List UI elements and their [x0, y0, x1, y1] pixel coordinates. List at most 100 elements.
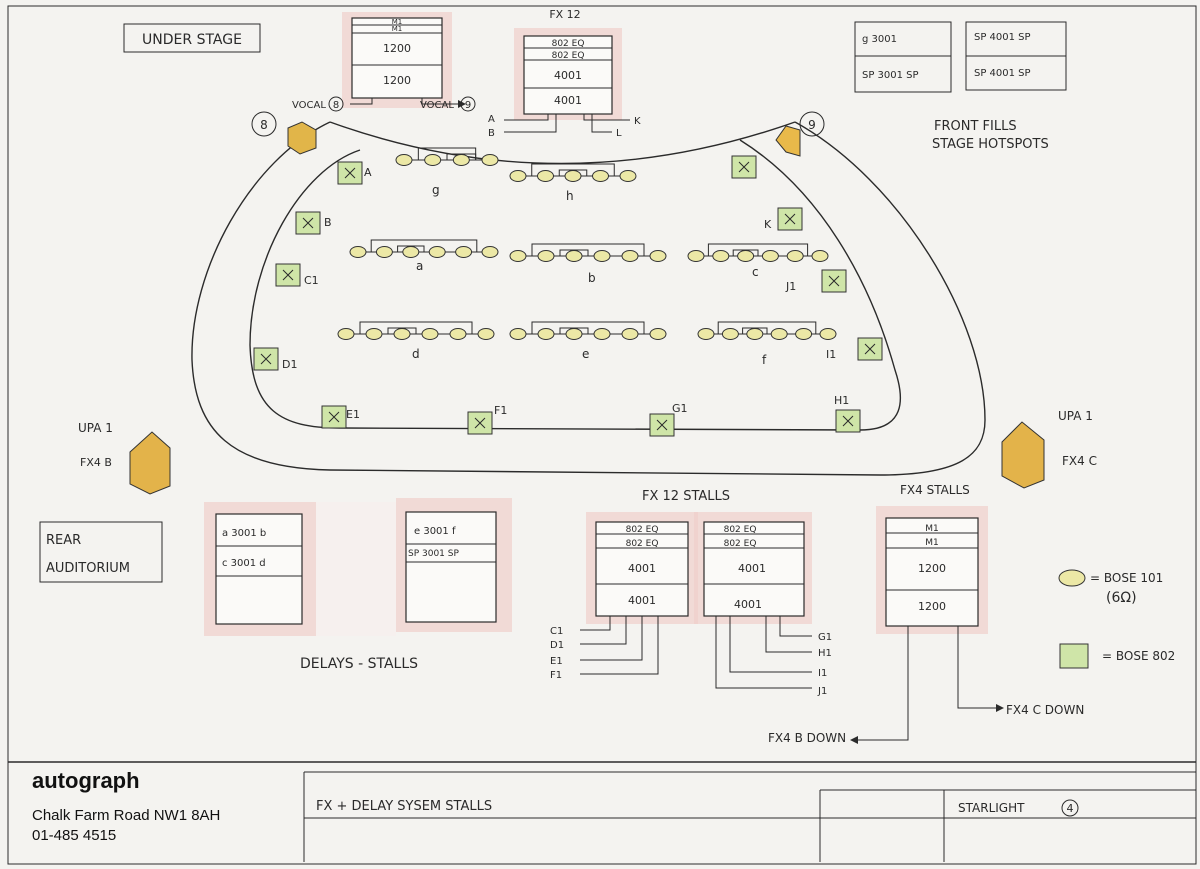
fx12-title: FX 12 — [549, 8, 580, 21]
bose-101-speaker — [509, 250, 527, 262]
under-stage-rack-fx12: FX 12 802 EQ 802 EQ 4001 4001 A B K L — [488, 8, 641, 139]
speaker-802-label: J1 — [785, 280, 796, 293]
bose-101-group: f — [697, 321, 837, 367]
bose-101-speaker — [481, 154, 499, 166]
fx12-outputs-right: G1 H1 I1 J1 — [715, 616, 832, 697]
svg-text:g 3001: g 3001 — [862, 34, 897, 45]
bose-101-speaker — [593, 328, 611, 340]
svg-text:802 EQ: 802 EQ — [552, 39, 585, 49]
bose-101-speaker — [365, 328, 383, 340]
company-phone: 01-485 4515 — [32, 827, 116, 844]
bose-802-speaker: I1 — [826, 337, 883, 361]
legend-101-sub: (6Ω) — [1106, 590, 1137, 606]
group-label: h — [566, 189, 574, 203]
bose-101-speaker — [375, 246, 393, 258]
bose-101-speaker — [770, 328, 788, 340]
bose-101-speaker — [455, 246, 473, 258]
svg-text:802 EQ: 802 EQ — [552, 51, 585, 61]
bose-101-speaker — [349, 246, 367, 258]
bose-101-speaker — [402, 246, 420, 258]
bose-802-legend-icon — [1059, 643, 1089, 669]
delays-gap — [316, 502, 396, 636]
bose-101-speaker — [393, 328, 411, 340]
bose-101-speaker — [819, 328, 837, 340]
bose-101-speaker — [649, 250, 667, 262]
svg-text:B: B — [488, 128, 495, 139]
svg-text:4001: 4001 — [738, 562, 766, 575]
svg-text:SP 3001 SP: SP 3001 SP — [408, 549, 459, 559]
group-label: d — [412, 347, 420, 361]
svg-text:802 EQ: 802 EQ — [626, 525, 659, 535]
svg-text:1200: 1200 — [918, 600, 946, 613]
front-fills-label: FRONT FILLS — [934, 119, 1017, 134]
bose-101-speaker — [712, 250, 730, 262]
bose-802-speaker: C1 — [275, 263, 319, 287]
bose-101-speaker — [449, 328, 467, 340]
group-label: g — [432, 183, 440, 197]
fx12-stalls-rack-a: 802 EQ 802 EQ 4001 4001 — [586, 512, 698, 624]
speaker-802-label: K — [764, 218, 772, 231]
bose-802-speaker: D1 — [253, 347, 297, 371]
fx4-stalls-label: FX4 STALLS — [900, 483, 970, 497]
fx12-outputs-left: C1 D1 E1 F1 — [550, 616, 659, 681]
svg-text:4001: 4001 — [554, 94, 582, 107]
group-label: b — [588, 271, 596, 285]
sheet-number: 4 — [1067, 802, 1074, 815]
bose-101-speaker — [721, 328, 739, 340]
legend: = BOSE 101 (6Ω) = BOSE 802 — [1058, 569, 1175, 669]
svg-text:e 3001 f: e 3001 f — [414, 526, 456, 537]
upa-right-speaker-icon: UPA 1 FX4 C — [1001, 409, 1097, 489]
stage-hotspots-label: STAGE HOTSPOTS — [932, 137, 1049, 152]
stage-edge-line — [329, 121, 796, 165]
bose-101-speaker — [795, 328, 813, 340]
delays-stalls-label: DELAYS - STALLS — [300, 656, 418, 672]
legend-101-label: = BOSE 101 — [1090, 571, 1163, 585]
front-fill-box-2: SP 4001 SP SP 4001 SP — [965, 21, 1067, 91]
bose-101-speaker — [477, 328, 495, 340]
bose-101-group: b — [509, 243, 667, 285]
group-label: c — [752, 265, 759, 279]
bose-101-speaker — [537, 250, 555, 262]
upa-right-sub: FX4 C — [1062, 454, 1097, 468]
group-label: a — [416, 259, 423, 273]
speaker-802-label: G1 — [672, 402, 688, 415]
legend-802-label: = BOSE 802 — [1102, 649, 1175, 663]
svg-text:A: A — [488, 114, 495, 125]
bose-101-speaker — [481, 246, 499, 258]
speaker-802-label: I1 — [826, 348, 836, 361]
bose-802-speaker: G1 — [649, 402, 688, 437]
bose-101-speaker — [509, 328, 527, 340]
svg-text:SP 4001 SP: SP 4001 SP — [974, 32, 1031, 43]
bose-101-group: a — [349, 239, 499, 273]
svg-text:9: 9 — [808, 118, 816, 132]
svg-text:F1: F1 — [550, 670, 562, 681]
speaker-802-label: F1 — [494, 404, 507, 417]
bose-101-speaker — [565, 328, 583, 340]
bose-802-speaker: J1 — [785, 269, 847, 293]
bose-101-speaker — [564, 170, 582, 182]
svg-text:C1: C1 — [550, 626, 563, 637]
svg-text:802 EQ: 802 EQ — [724, 525, 757, 535]
bose-101-speaker — [537, 170, 554, 182]
bose-101-speaker — [621, 250, 639, 262]
company-address: Chalk Farm Road NW1 8AH — [32, 807, 220, 824]
bose-101-groups: g h a b c d e f — [337, 147, 837, 367]
fx4-c-down: FX4 C DOWN — [1006, 703, 1084, 717]
svg-text:M1: M1 — [925, 524, 939, 534]
svg-text:K: K — [634, 116, 641, 127]
bose-101-speaker — [621, 328, 639, 340]
bose-802-speaker: A — [337, 161, 372, 185]
show-name: STARLIGHT — [958, 801, 1025, 815]
svg-text:I1: I1 — [818, 668, 827, 679]
svg-text:J1: J1 — [817, 686, 827, 697]
bose-101-speaker — [424, 154, 442, 166]
bose-101-speaker — [421, 328, 439, 340]
bose-101-speaker — [737, 250, 755, 262]
group-label: e — [582, 347, 589, 361]
bose-802-speaker: K — [764, 207, 803, 231]
svg-text:8: 8 — [260, 118, 268, 132]
speaker-802-label: C1 — [304, 274, 319, 287]
upa-8-icon: 8 — [251, 111, 317, 155]
title-block: autograph Chalk Farm Road NW1 8AH 01-485… — [8, 761, 1196, 862]
